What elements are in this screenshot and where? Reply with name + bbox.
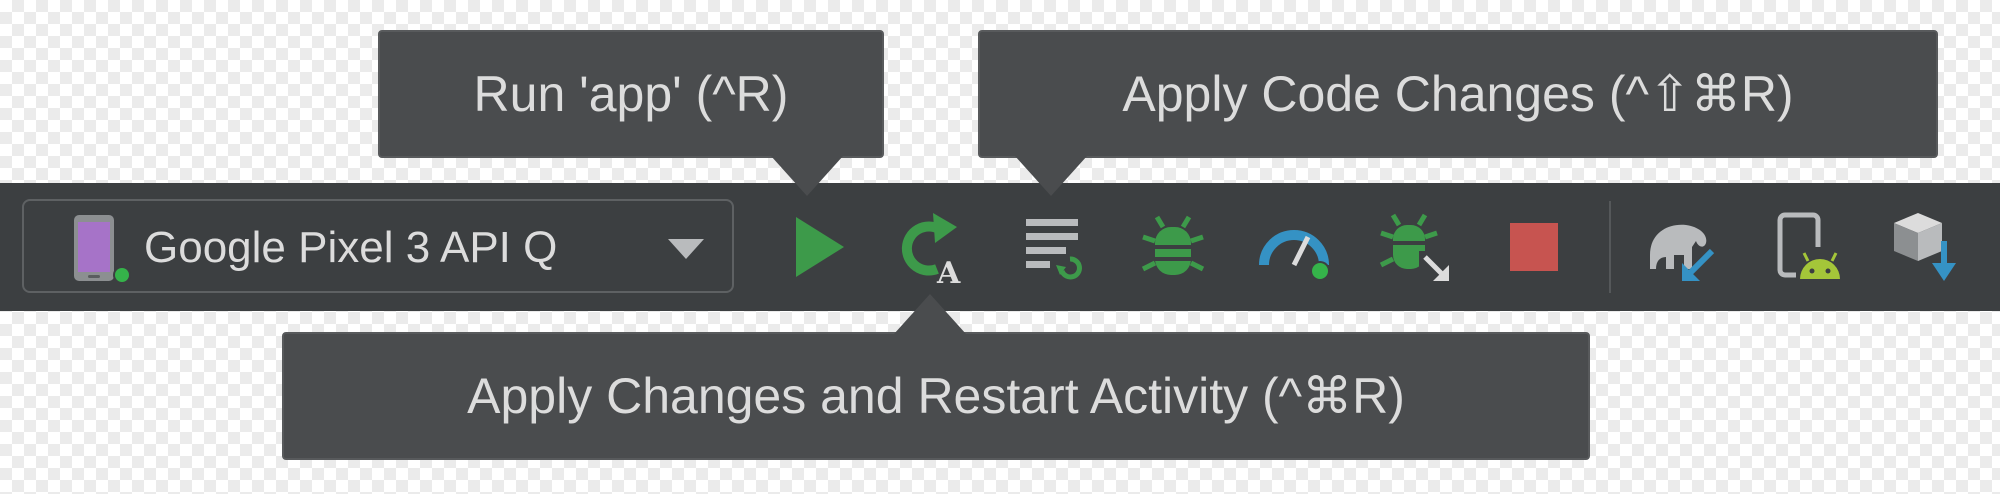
stop-button[interactable] bbox=[1494, 207, 1574, 287]
toolbar-divider bbox=[1609, 201, 1611, 293]
run-button[interactable] bbox=[778, 207, 858, 287]
apply-changes-restart-activity-tooltip: Apply Changes and Restart Activity (^⌘R) bbox=[282, 332, 1590, 460]
apply-code-changes-tooltip-pointer bbox=[1015, 156, 1087, 196]
debug-icon bbox=[1133, 207, 1213, 287]
apply-changes-restart-activity-button[interactable]: A bbox=[893, 207, 973, 287]
sync-gradle-icon bbox=[1642, 207, 1722, 287]
attach-debugger-icon bbox=[1375, 207, 1455, 287]
sdk-manager-icon bbox=[1888, 207, 1968, 287]
sdk-manager-button[interactable] bbox=[1888, 207, 1968, 287]
run-tooltip-text: Run 'app' (^R) bbox=[473, 66, 789, 122]
run-icon bbox=[778, 207, 858, 287]
debug-button[interactable] bbox=[1133, 207, 1213, 287]
device-selector-dropdown[interactable]: Google Pixel 3 API Q bbox=[22, 199, 734, 293]
profile-icon bbox=[1254, 207, 1334, 287]
run-tooltip: Run 'app' (^R) bbox=[378, 30, 884, 158]
svg-text:A: A bbox=[936, 256, 961, 287]
attach-debugger-button[interactable] bbox=[1375, 207, 1455, 287]
apply-code-changes-tooltip: Apply Code Changes (^⇧⌘R) bbox=[978, 30, 1938, 158]
run-tooltip-pointer bbox=[771, 156, 843, 196]
sync-gradle-button[interactable] bbox=[1642, 207, 1722, 287]
avd-manager-button[interactable] bbox=[1766, 207, 1846, 287]
apply-code-changes-tooltip-text: Apply Code Changes (^⇧⌘R) bbox=[1122, 66, 1794, 122]
chevron-down-icon bbox=[664, 237, 708, 261]
apply-code-changes-icon bbox=[1012, 207, 1092, 287]
profile-button[interactable] bbox=[1254, 207, 1334, 287]
phone-icon bbox=[64, 211, 140, 287]
apply-changes-restart-activity-icon: A bbox=[893, 207, 973, 287]
apply-changes-restart-activity-tooltip-text: Apply Changes and Restart Activity (^⌘R) bbox=[467, 368, 1405, 424]
apply-changes-restart-activity-tooltip-pointer bbox=[894, 294, 966, 334]
stop-icon bbox=[1494, 207, 1574, 287]
apply-code-changes-button[interactable] bbox=[1012, 207, 1092, 287]
device-name-label: Google Pixel 3 API Q bbox=[144, 223, 558, 272]
main-toolbar: Google Pixel 3 API Q A bbox=[0, 183, 2000, 311]
avd-manager-icon bbox=[1766, 207, 1846, 287]
